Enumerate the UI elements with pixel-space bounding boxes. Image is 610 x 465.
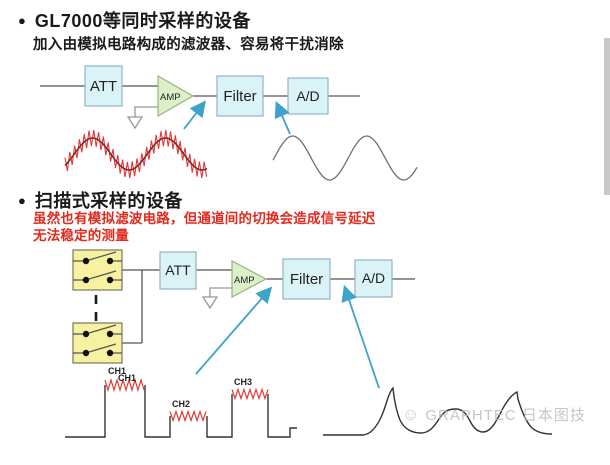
ch1-noise [104, 377, 145, 393]
ad-box [287, 77, 329, 115]
contact-dot [82, 257, 90, 265]
switch-blade [88, 270, 117, 280]
switch-wires [73, 260, 122, 281]
ch2-noise [169, 409, 207, 423]
amp-label: AMP [234, 275, 255, 286]
scrollbar-thumb[interactable] [604, 38, 610, 195]
section1-heading: ● GL7000等同时采样的设备 [18, 7, 251, 33]
ch3-noise [231, 387, 269, 401]
switch-wires [73, 333, 122, 354]
contact-dot [106, 257, 114, 265]
filter-label: Filter [290, 271, 323, 288]
switch-box [72, 249, 123, 291]
ad-box [354, 259, 393, 298]
ad-label: A/D [362, 270, 385, 286]
amp-triangle [231, 260, 268, 298]
noisy-sine-interference [64, 129, 208, 179]
signal-wire [122, 269, 415, 344]
diagram-simultaneous-sampling: ATT AMP Filter A/D [40, 65, 418, 181]
bullet-icon: ● [18, 192, 26, 208]
filter-label: Filter [223, 88, 256, 105]
att-box [159, 251, 197, 290]
contact-dot [82, 330, 90, 338]
section1-subtitle: 加入由模拟电路构成的滤波器、容易将干扰消除 [33, 37, 344, 53]
switch-blade [88, 343, 117, 353]
multiplexed-pulse-waveform [65, 385, 297, 438]
contact-dot [106, 349, 114, 357]
watermark: ☺ GRAPHTEC 日本图技 [402, 404, 586, 425]
note-line-1: 虽然也有模拟滤波电路，但通道间的切换会造成信号延迟 [33, 211, 376, 226]
amp-label: AMP [160, 92, 181, 103]
contact-dot [106, 330, 114, 338]
ground-icon [126, 116, 144, 130]
switch-block [72, 249, 123, 291]
pointer-arrow [183, 100, 206, 130]
att-box [84, 65, 123, 107]
switch-blade [88, 251, 117, 261]
switch-box [72, 322, 123, 364]
clean-sine-waveform [272, 135, 418, 181]
ground-wire [134, 106, 158, 117]
pointer-arrow [195, 286, 273, 375]
section2-note: 虽然也有模拟滤波电路，但通道间的切换会造成信号延迟 无法稳定的测量 [33, 210, 376, 244]
contact-dot [82, 349, 90, 357]
contact-dot [106, 276, 114, 284]
note-line-2: 无法稳定的测量 [33, 228, 129, 243]
switch-block [72, 322, 123, 364]
amp-triangle [157, 74, 195, 118]
pointer-arrow [274, 101, 291, 135]
watermark-text: GRAPHTEC 日本图技 [425, 407, 586, 424]
att-label: ATT [165, 262, 191, 278]
ch3-pulse-label: CH3 [234, 377, 252, 387]
section2-title: 扫描式采样的设备 [34, 191, 183, 211]
ground-icon [201, 296, 219, 310]
att-label: ATT [90, 78, 117, 95]
ad-label: A/D [296, 88, 319, 104]
graphtec-logo-icon: ☺ [402, 405, 421, 424]
noisy-sine-waveform [64, 137, 208, 171]
ground-wire [209, 287, 232, 297]
bullet-icon: ● [18, 12, 26, 28]
filter-box [216, 75, 264, 117]
ch1-pulse-label: CH1 [118, 373, 136, 383]
pointer-arrow [341, 284, 380, 389]
ch2-pulse-label: CH2 [172, 399, 190, 409]
section1-title: GL7000等同时采样的设备 [34, 11, 251, 31]
diagram-scanning-sampling: CH1 ATT AMP Filter A/D CH1 CH2 CH3 [65, 249, 553, 438]
signal-wire [40, 85, 360, 97]
section2-heading: ● 扫描式采样的设备 [18, 187, 183, 213]
contact-dot [82, 276, 90, 284]
distorted-output-waveform [323, 386, 553, 436]
switch-ch1-label: CH1 [108, 366, 126, 376]
filter-box [282, 258, 331, 300]
switch-blade [88, 324, 117, 334]
